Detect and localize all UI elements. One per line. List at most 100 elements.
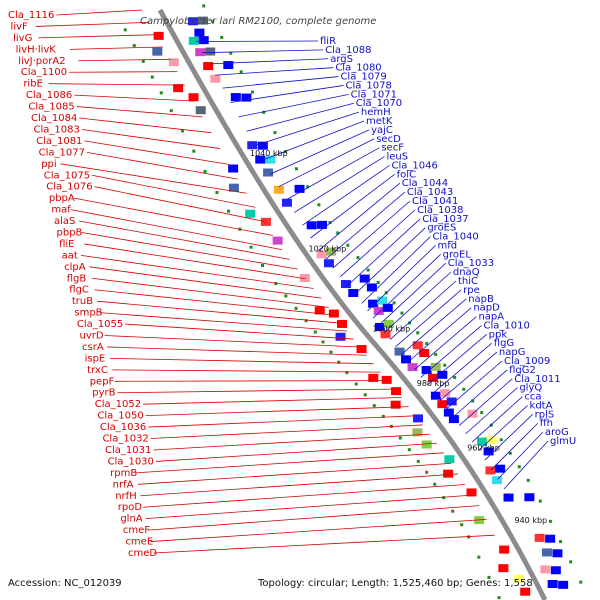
gene-label-left: pbpB — [57, 227, 83, 238]
tick-mark — [453, 375, 457, 379]
kbp-marker: 980 kbp — [417, 379, 450, 388]
tick-mark — [181, 129, 185, 133]
gene-feature — [299, 274, 310, 283]
tick-mark — [407, 448, 411, 452]
gene-label-left: uvrD — [79, 331, 103, 342]
gene-feature — [340, 280, 351, 289]
leader-line — [478, 405, 528, 451]
tick-mark — [559, 540, 563, 544]
leader-line — [395, 289, 462, 348]
leader-line — [125, 323, 354, 340]
gene-feature — [198, 36, 209, 45]
leader-line — [215, 67, 334, 76]
gene-feature — [326, 247, 337, 256]
tick-mark — [477, 555, 481, 559]
gene-label-left: rpmB — [110, 468, 137, 479]
leader-line — [318, 182, 401, 251]
leader-line — [145, 406, 409, 417]
gene-label-left: maf — [51, 205, 71, 216]
gene-feature — [391, 387, 402, 396]
tick-mark — [363, 393, 367, 397]
gene-label-left: aat — [62, 250, 78, 261]
tick-mark — [317, 203, 321, 207]
leader-line — [246, 102, 354, 132]
gene-label-right: folC — [397, 169, 416, 180]
leader-line — [384, 271, 452, 333]
gene-feature — [550, 566, 561, 575]
tick-mark — [416, 459, 420, 463]
leader-line — [497, 431, 544, 480]
tick-mark — [526, 478, 530, 482]
tick-mark — [284, 294, 288, 298]
gene-feature — [495, 464, 506, 473]
tick-mark — [239, 70, 243, 74]
leader-line — [378, 262, 447, 326]
gene-label-right: glmU — [550, 436, 576, 447]
gene-label-right: groEL — [443, 249, 472, 260]
gene-label-right: hemH — [361, 107, 391, 118]
gene-feature — [314, 306, 325, 315]
leader-line — [346, 218, 421, 287]
gene-label-left: pbpA — [49, 193, 75, 204]
tick-mark — [227, 209, 231, 213]
accession-label: Accession: NC_012039 — [8, 578, 122, 589]
gene-label-left: csrA — [82, 342, 104, 353]
gene-feature — [294, 184, 305, 193]
leader-line — [135, 452, 444, 474]
tick-mark — [132, 44, 136, 48]
gene-feature — [498, 564, 509, 573]
gene-feature — [323, 259, 334, 268]
gene-feature — [373, 306, 384, 315]
leader-line — [433, 342, 493, 394]
kbp-marker: 1000 kbp — [373, 325, 411, 334]
leader-line — [458, 378, 513, 426]
gene-label-left: nrfH — [115, 491, 137, 502]
tick-mark — [548, 519, 552, 523]
tick-mark — [398, 436, 402, 440]
gene-feature — [368, 299, 379, 308]
leader-line — [84, 243, 306, 280]
gene-label-left: pyrB — [92, 388, 115, 399]
tick-mark — [433, 482, 437, 486]
gene-feature — [188, 36, 199, 45]
gene-label-left: flgC — [69, 285, 89, 296]
gene-feature — [195, 106, 206, 115]
leader-line — [74, 94, 194, 102]
gene-label-right: flgG2 — [509, 365, 536, 376]
leader-line — [426, 334, 487, 386]
leader-line — [150, 518, 487, 542]
leader-line — [99, 312, 348, 332]
leader-line — [142, 484, 466, 508]
gene-feature — [260, 217, 271, 226]
gene-label-right: Cla_1078 — [346, 80, 392, 91]
leader-line — [238, 93, 349, 118]
gene-label-left: Cla_1084 — [31, 113, 77, 124]
gene-label-right: secF — [381, 143, 404, 154]
leader-line — [302, 165, 390, 226]
gene-label-left: smpB — [74, 308, 102, 319]
gene-label-left: cmeF — [123, 525, 150, 536]
leader-line — [96, 300, 342, 324]
gene-feature — [265, 155, 276, 164]
gene-label-right: Cla_1011 — [514, 374, 560, 385]
tick-mark — [408, 321, 412, 325]
gene-label-right: napB — [468, 294, 494, 305]
leader-line — [153, 433, 430, 451]
gene-feature — [503, 493, 514, 502]
tick-mark — [356, 256, 360, 260]
leader-line — [254, 111, 360, 147]
tick-mark — [329, 350, 333, 354]
leader-line — [471, 396, 523, 443]
gene-label-right: leuS — [386, 152, 408, 163]
leader-line — [35, 21, 150, 27]
gene-label-right: napD — [473, 303, 500, 314]
tick-mark — [274, 282, 278, 286]
gene-label-right: groES — [427, 223, 456, 234]
leader-line — [372, 254, 441, 319]
tick-mark — [569, 560, 573, 564]
gene-feature — [281, 198, 292, 207]
gene-feature — [443, 408, 454, 417]
tick-mark — [499, 438, 503, 442]
gene-feature — [446, 397, 457, 406]
leader-line — [80, 254, 314, 289]
